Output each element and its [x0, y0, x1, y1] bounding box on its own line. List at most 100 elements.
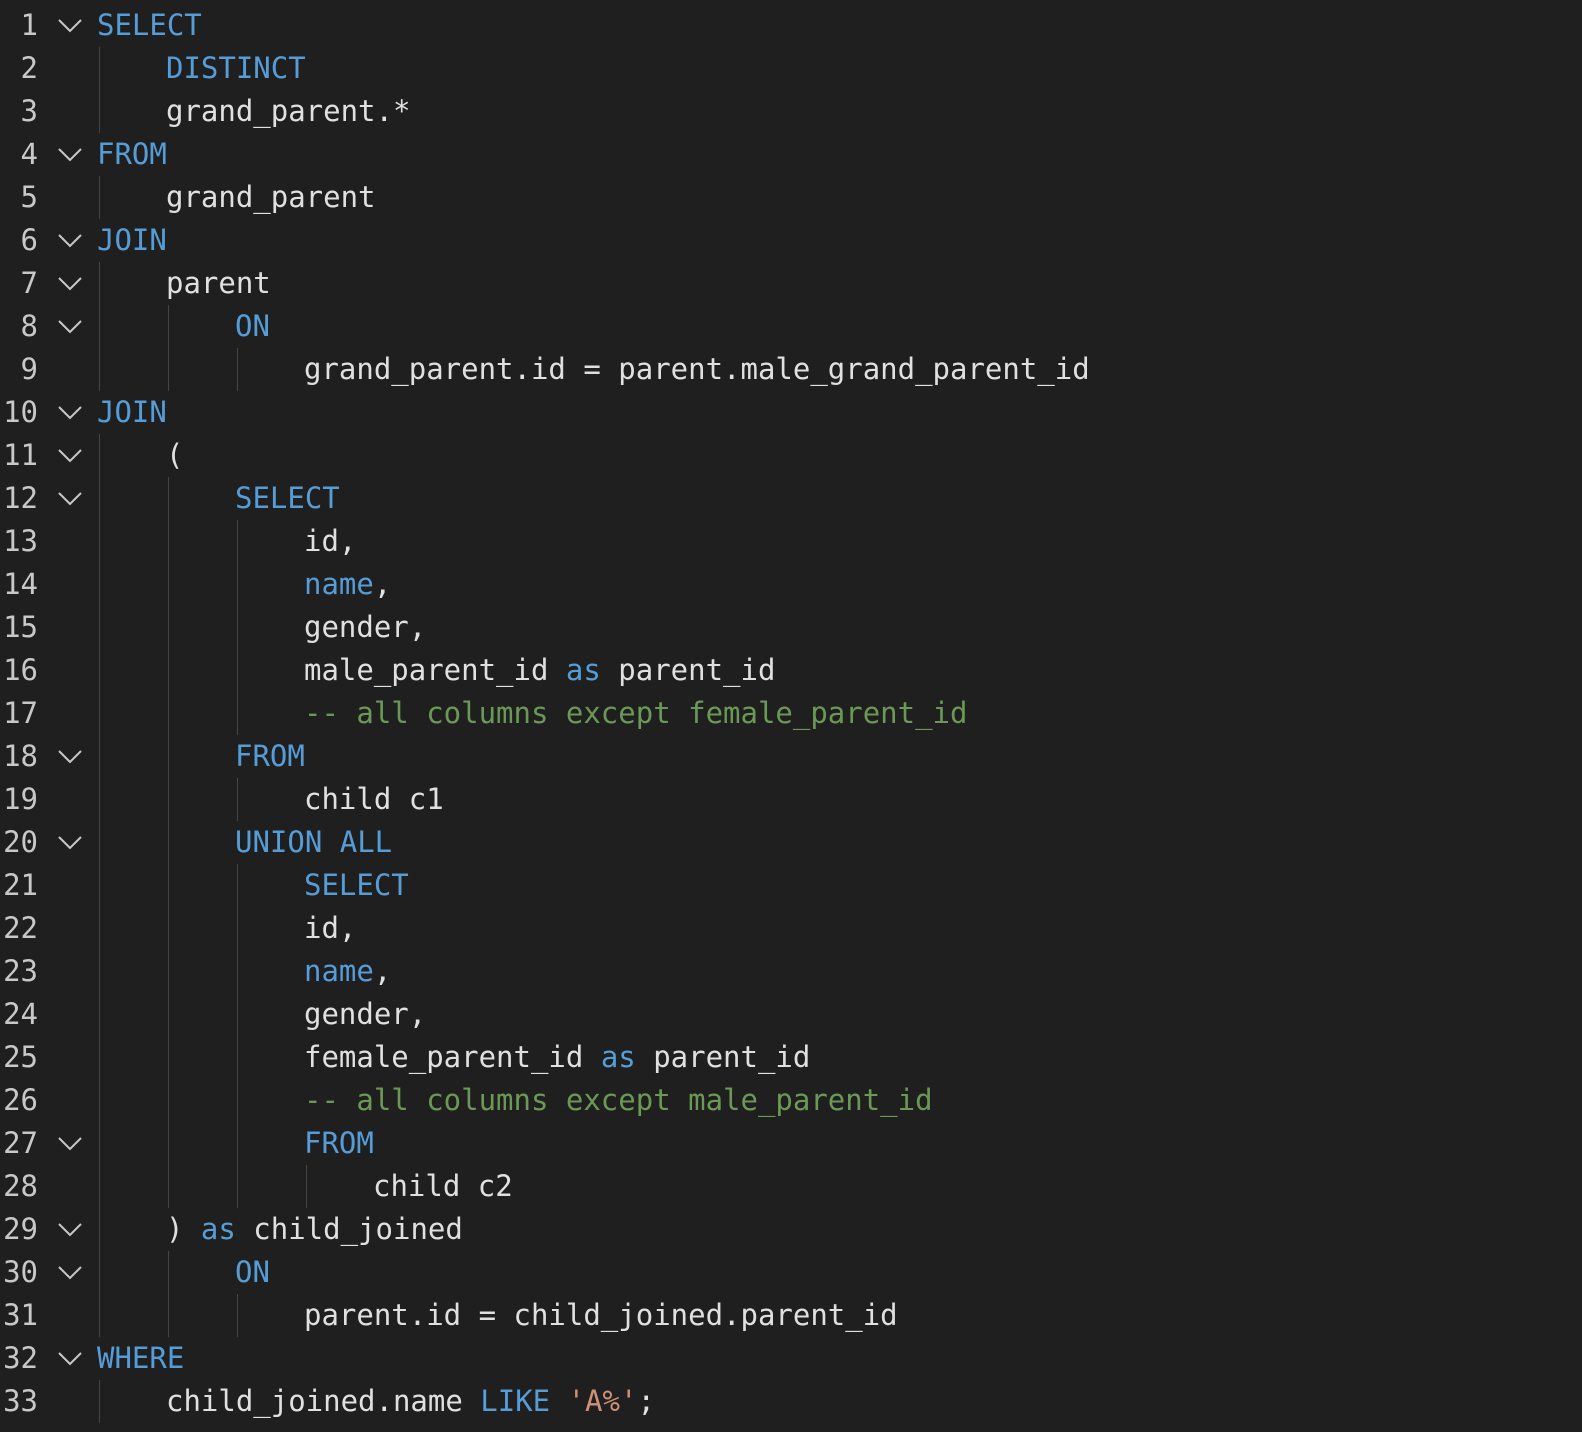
code-line[interactable]: 11 ( — [0, 434, 1582, 477]
code-text[interactable]: id, — [304, 907, 356, 950]
code-text[interactable]: grand_parent.id = parent.male_grand_pare… — [304, 348, 1090, 391]
line-number: 8 — [20, 309, 38, 343]
code-text[interactable]: female_parent_id as parent_id — [304, 1036, 810, 1079]
fold-chevron-down-icon[interactable] — [56, 446, 84, 464]
code-text[interactable]: name, — [304, 950, 391, 993]
fold-chevron-down-icon[interactable] — [56, 145, 84, 163]
code-text[interactable]: ON — [235, 1251, 270, 1294]
fold-chevron-down-icon[interactable] — [56, 1349, 84, 1367]
code-text[interactable]: ( — [166, 434, 183, 477]
identifier-token: child c2 — [373, 1169, 513, 1203]
identifier-token: grand_parent.id = parent.male_grand_pare… — [304, 352, 1090, 386]
code-text[interactable]: DISTINCT — [166, 47, 306, 90]
code-line[interactable]: 31 parent.id = child_joined.parent_id — [0, 1294, 1582, 1337]
code-text[interactable]: WHERE — [97, 1337, 184, 1380]
code-text[interactable]: SELECT — [304, 864, 409, 907]
fold-chevron-down-icon[interactable] — [56, 1220, 84, 1238]
code-text[interactable]: ) as child_joined — [166, 1208, 463, 1251]
code-text[interactable]: JOIN — [97, 391, 167, 434]
fold-chevron-down-icon[interactable] — [56, 833, 84, 851]
fold-chevron-down-icon[interactable] — [56, 1263, 84, 1281]
identifier-token: , — [373, 954, 392, 988]
code-text[interactable]: gender, — [304, 606, 426, 649]
indent-guide — [168, 778, 169, 821]
code-text[interactable]: UNION ALL — [235, 821, 392, 864]
indent-guide — [237, 1294, 238, 1337]
code-text[interactable]: SELECT — [97, 4, 202, 47]
code-text[interactable]: gender, — [304, 993, 426, 1036]
code-text[interactable]: -- all columns except female_parent_id — [304, 692, 967, 735]
indent-guide — [99, 950, 100, 993]
identifier-token: female_parent_id — [304, 1040, 601, 1074]
fold-chevron-down-icon[interactable] — [56, 489, 84, 507]
code-text[interactable]: ON — [235, 305, 270, 348]
indent-guide — [99, 1380, 100, 1423]
code-text[interactable]: JOIN — [97, 219, 167, 262]
code-line[interactable]: 3 grand_parent.* — [0, 90, 1582, 133]
line-number: 11 — [3, 438, 38, 472]
code-text[interactable]: FROM — [304, 1122, 374, 1165]
fold-chevron-down-icon[interactable] — [56, 403, 84, 421]
code-text[interactable]: parent.id = child_joined.parent_id — [304, 1294, 898, 1337]
identifier-token: parent_id — [600, 653, 776, 687]
code-text[interactable]: child c1 — [304, 778, 444, 821]
code-text[interactable]: grand_parent — [166, 176, 376, 219]
line-number: 3 — [20, 94, 38, 128]
indent-guide — [99, 90, 100, 133]
fold-chevron-down-icon[interactable] — [56, 1134, 84, 1152]
code-text[interactable]: male_parent_id as parent_id — [304, 649, 775, 692]
fold-chevron-down-icon[interactable] — [56, 274, 84, 292]
code-line[interactable]: 2 DISTINCT — [0, 47, 1582, 90]
code-line[interactable]: 29) as child_joined — [0, 1208, 1582, 1251]
code-text[interactable]: parent — [166, 262, 271, 305]
code-text[interactable]: SELECT — [235, 477, 340, 520]
code-text[interactable]: child c2 — [373, 1165, 513, 1208]
code-text[interactable]: child_joined.name LIKE 'A%'; — [166, 1380, 655, 1423]
code-line[interactable]: 8 ON — [0, 305, 1582, 348]
code-line[interactable]: 26-- all columns except male_parent_id — [0, 1079, 1582, 1122]
code-text[interactable]: FROM — [97, 133, 167, 176]
keyword-token: WHERE — [97, 1341, 185, 1375]
indent-guide — [168, 735, 169, 778]
code-text[interactable]: FROM — [235, 735, 305, 778]
fold-chevron-down-icon[interactable] — [56, 747, 84, 765]
line-number: 31 — [3, 1298, 38, 1332]
line-number: 2 — [20, 51, 38, 85]
indent-guide — [237, 993, 238, 1036]
code-text[interactable]: id, — [304, 520, 356, 563]
fold-chevron-down-icon[interactable] — [56, 16, 84, 34]
code-line[interactable]: 17-- all columns except female_parent_id — [0, 692, 1582, 735]
code-text[interactable]: -- all columns except male_parent_id — [304, 1079, 933, 1122]
code-text[interactable]: name, — [304, 563, 391, 606]
keyword-token: name — [304, 954, 374, 988]
fold-chevron-down-icon[interactable] — [56, 231, 84, 249]
code-text[interactable]: grand_parent.* — [166, 90, 410, 133]
fold-chevron-down-icon[interactable] — [56, 317, 84, 335]
